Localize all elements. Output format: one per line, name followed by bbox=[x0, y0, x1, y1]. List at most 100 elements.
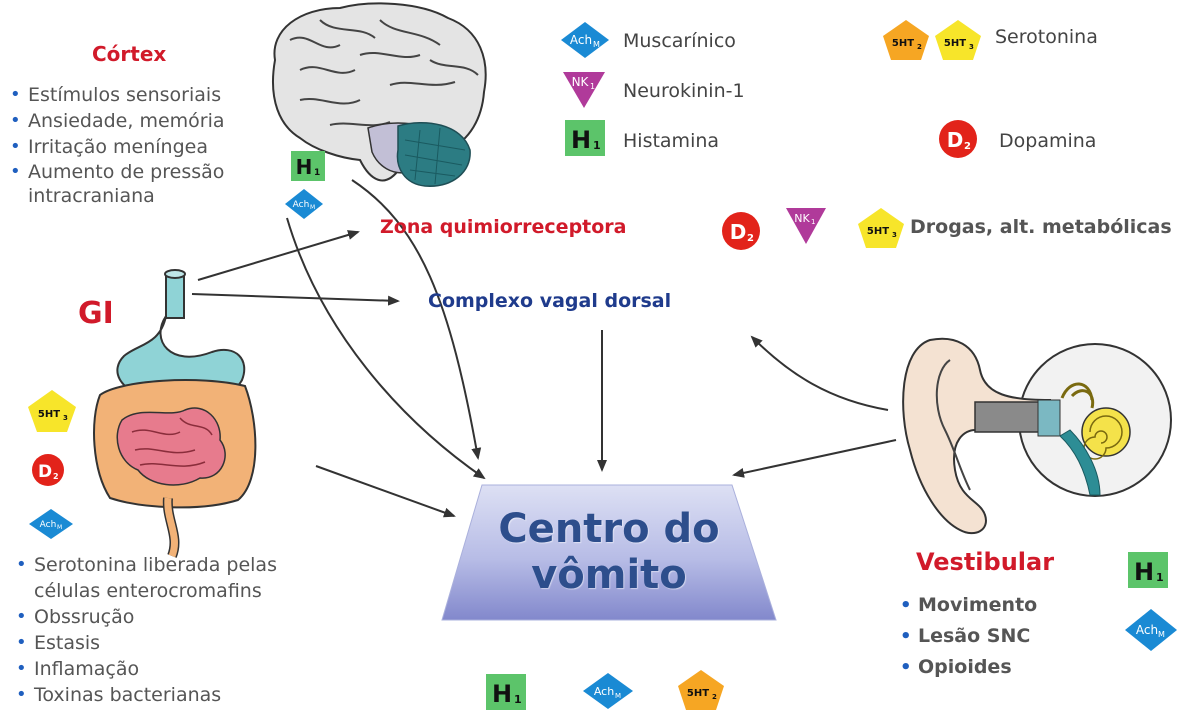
svg-text:M: M bbox=[1158, 630, 1165, 639]
arrow-gi-low-to-center bbox=[315, 465, 456, 518]
svg-text:5HT: 5HT bbox=[38, 409, 60, 420]
gi-ach-m-icon: Ach M bbox=[29, 509, 73, 539]
svg-text:2: 2 bbox=[917, 43, 922, 51]
svg-text:H: H bbox=[1134, 558, 1154, 586]
svg-text:Ach: Ach bbox=[293, 200, 310, 210]
svg-text:1: 1 bbox=[1156, 571, 1164, 584]
svg-text:Ach: Ach bbox=[570, 33, 592, 47]
svg-text:1: 1 bbox=[514, 693, 522, 706]
svg-text:Ach: Ach bbox=[594, 685, 614, 698]
svg-text:H: H bbox=[492, 680, 512, 708]
d2-icon: D 2 bbox=[939, 120, 977, 158]
arrow-vestibular-to-center bbox=[732, 439, 897, 478]
svg-text:D: D bbox=[38, 462, 52, 482]
czt-5ht3-icon: 5HT 3 bbox=[858, 208, 904, 248]
svg-text:Ach: Ach bbox=[40, 520, 57, 530]
legend-muscarinic-label: Muscarínico bbox=[623, 30, 736, 52]
vestibular-ach-m-icon: Ach M bbox=[1125, 609, 1177, 651]
svg-text:2: 2 bbox=[53, 472, 59, 481]
list-item: Estímulos sensoriais bbox=[8, 82, 268, 108]
arrow-brain-curve bbox=[351, 179, 482, 460]
svg-text:2: 2 bbox=[712, 693, 717, 701]
h1-icon: H 1 bbox=[565, 120, 605, 156]
list-item: Aumento de pressão intracraniana bbox=[8, 160, 258, 208]
vomit-center-line2: vômito bbox=[531, 552, 687, 598]
list-item: Estasis bbox=[14, 630, 324, 656]
svg-text:1: 1 bbox=[811, 218, 815, 226]
center-h1-icon: H 1 bbox=[486, 674, 526, 710]
gi-illustration bbox=[93, 269, 257, 558]
list-item: Irritação meníngea bbox=[8, 134, 268, 160]
ear-illustration bbox=[902, 337, 1172, 535]
vestibular-h1-icon: H 1 bbox=[1128, 552, 1168, 588]
svg-text:NK: NK bbox=[794, 212, 810, 225]
vestibular-title: Vestibular bbox=[916, 548, 1055, 576]
cortex-h1-icon: H 1 bbox=[291, 151, 325, 181]
svg-text:H: H bbox=[296, 155, 313, 179]
arrow-vestibular-to-vagal bbox=[750, 335, 889, 411]
list-item: Ansiedade, memória bbox=[8, 108, 268, 134]
list-item: Lesão SNC bbox=[898, 621, 1098, 652]
gi-title: GI bbox=[78, 296, 114, 331]
arrows bbox=[191, 179, 897, 518]
nk1-icon: NK 1 bbox=[563, 72, 605, 108]
svg-text:5HT: 5HT bbox=[867, 226, 889, 237]
svg-text:3: 3 bbox=[969, 43, 974, 51]
svg-text:NK: NK bbox=[572, 75, 590, 89]
center-5ht2-icon: 5HT 2 bbox=[678, 670, 724, 710]
svg-text:H: H bbox=[571, 126, 591, 154]
svg-text:D: D bbox=[730, 220, 747, 244]
cortex-list: Estímulos sensoriais Ansiedade, memória … bbox=[8, 82, 268, 208]
svg-text:M: M bbox=[57, 524, 62, 531]
gi-list: Serotonina liberada pelas células entero… bbox=[14, 552, 324, 710]
arrow-gi-to-czt bbox=[197, 230, 360, 281]
center-ach-m-icon: Ach M bbox=[583, 673, 633, 709]
list-item: Toxinas bacterianas bbox=[14, 682, 324, 708]
czt-d2-icon: D 2 bbox=[722, 212, 760, 250]
svg-text:1: 1 bbox=[590, 82, 595, 91]
brain-illustration bbox=[271, 2, 487, 187]
arrow-gi-to-vagal bbox=[191, 293, 400, 306]
svg-text:Ach: Ach bbox=[1136, 623, 1158, 637]
ach-m-icon: Ach M bbox=[561, 22, 609, 58]
svg-text:2: 2 bbox=[747, 233, 754, 244]
svg-text:M: M bbox=[615, 692, 621, 700]
list-item: Movimento bbox=[898, 590, 1098, 621]
list-item: Obssrução bbox=[14, 604, 324, 630]
legend: Ach M Muscarínico NK 1 Neurokinin-1 H 1 … bbox=[555, 14, 1175, 164]
czt-nk1-icon: NK 1 bbox=[786, 208, 826, 244]
vomit-center-shape bbox=[441, 484, 777, 621]
svg-text:2: 2 bbox=[964, 141, 971, 152]
5ht2-icon: 5HT 2 bbox=[883, 20, 929, 60]
5ht3-icon: 5HT 3 bbox=[935, 20, 981, 60]
svg-text:5HT: 5HT bbox=[892, 38, 914, 49]
svg-text:5HT: 5HT bbox=[687, 688, 709, 699]
vomit-center-label: Centro do vômito bbox=[442, 506, 776, 598]
czt-label: Drogas, alt. metabólicas bbox=[910, 216, 1172, 238]
svg-text:3: 3 bbox=[63, 414, 68, 422]
legend-serotonin-label: Serotonina bbox=[995, 26, 1098, 48]
list-item: Inflamação bbox=[14, 656, 324, 682]
svg-text:1: 1 bbox=[314, 168, 320, 178]
list-item: Opioides bbox=[898, 652, 1098, 683]
cortex-ach-m-icon: Ach M bbox=[285, 189, 323, 219]
vomit-center-line1: Centro do bbox=[498, 506, 720, 552]
legend-dopamine-label: Dopamina bbox=[999, 130, 1097, 152]
list-item: Serotonina liberada pelas células entero… bbox=[14, 552, 314, 604]
svg-text:1: 1 bbox=[593, 139, 601, 152]
vagal-title: Complexo vagal dorsal bbox=[428, 290, 672, 312]
gi-d2-icon: D 2 bbox=[32, 454, 64, 486]
legend-histamine-label: Histamina bbox=[623, 130, 720, 152]
cortex-title: Córtex bbox=[92, 42, 167, 66]
gi-5ht3-icon: 5HT 3 bbox=[28, 390, 76, 432]
svg-text:M: M bbox=[593, 40, 600, 49]
vestibular-list: Movimento Lesão SNC Opioides bbox=[898, 590, 1098, 683]
svg-text:5HT: 5HT bbox=[944, 38, 966, 49]
svg-text:D: D bbox=[947, 128, 964, 152]
legend-neurokinin-label: Neurokinin-1 bbox=[623, 80, 745, 102]
arrow-cortex-to-center bbox=[286, 217, 486, 480]
czt-title: Zona quimiorreceptora bbox=[380, 216, 627, 238]
svg-text:3: 3 bbox=[892, 231, 897, 239]
svg-text:M: M bbox=[310, 204, 315, 211]
